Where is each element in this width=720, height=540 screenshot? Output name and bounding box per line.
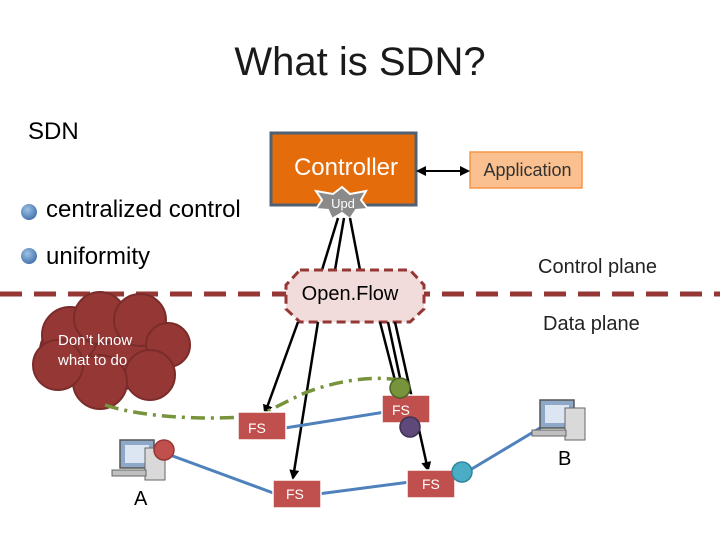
openflow-to-fs3	[289, 321, 320, 480]
bullet-uniformity: uniformity	[46, 243, 151, 270]
host-a-computer-icon	[111, 439, 175, 481]
switch-fs1	[237, 411, 287, 441]
switch-label-fs4: FS	[422, 476, 440, 492]
switch-fs3	[272, 479, 322, 509]
switch-label-fs2: FS	[392, 402, 410, 418]
bullet-icon	[21, 248, 37, 264]
switch-label-fs3: FS	[286, 486, 304, 502]
upd-star	[313, 185, 370, 221]
host-b-computer-icon	[531, 399, 586, 441]
bullet-icon	[21, 204, 37, 220]
sdn-heading: SDN	[28, 118, 79, 145]
host-a-label: A	[134, 488, 148, 510]
link-fs1-fs2	[284, 410, 386, 430]
control-link-2	[333, 217, 346, 271]
control-plane-label: Control plane	[538, 256, 657, 278]
host-b-label: B	[558, 448, 572, 470]
bullet-centralized-control: centralized control	[46, 196, 241, 223]
openflow-label: Open.Flow	[301, 283, 399, 305]
link-fs3-fs4	[317, 480, 411, 496]
controller-label: Controller	[293, 154, 399, 181]
application-label: Application	[483, 160, 572, 180]
application-box	[469, 151, 583, 189]
cloud-label: Don’t know what to do	[58, 332, 133, 369]
switch-label-fs1: FS	[248, 420, 266, 436]
slide-title: What is SDN?	[234, 40, 486, 84]
cloud	[32, 291, 191, 410]
openflow-box	[284, 268, 426, 324]
control-link-1	[320, 217, 340, 271]
upd-label: Upd	[331, 196, 355, 211]
openflow-to-fs1	[263, 321, 300, 415]
link-hostA-fs3	[169, 453, 277, 496]
switch-fs2	[381, 377, 431, 438]
switch-fs4	[406, 461, 473, 499]
control-link-3	[348, 217, 362, 271]
data-plane-label: Data plane	[543, 313, 640, 335]
